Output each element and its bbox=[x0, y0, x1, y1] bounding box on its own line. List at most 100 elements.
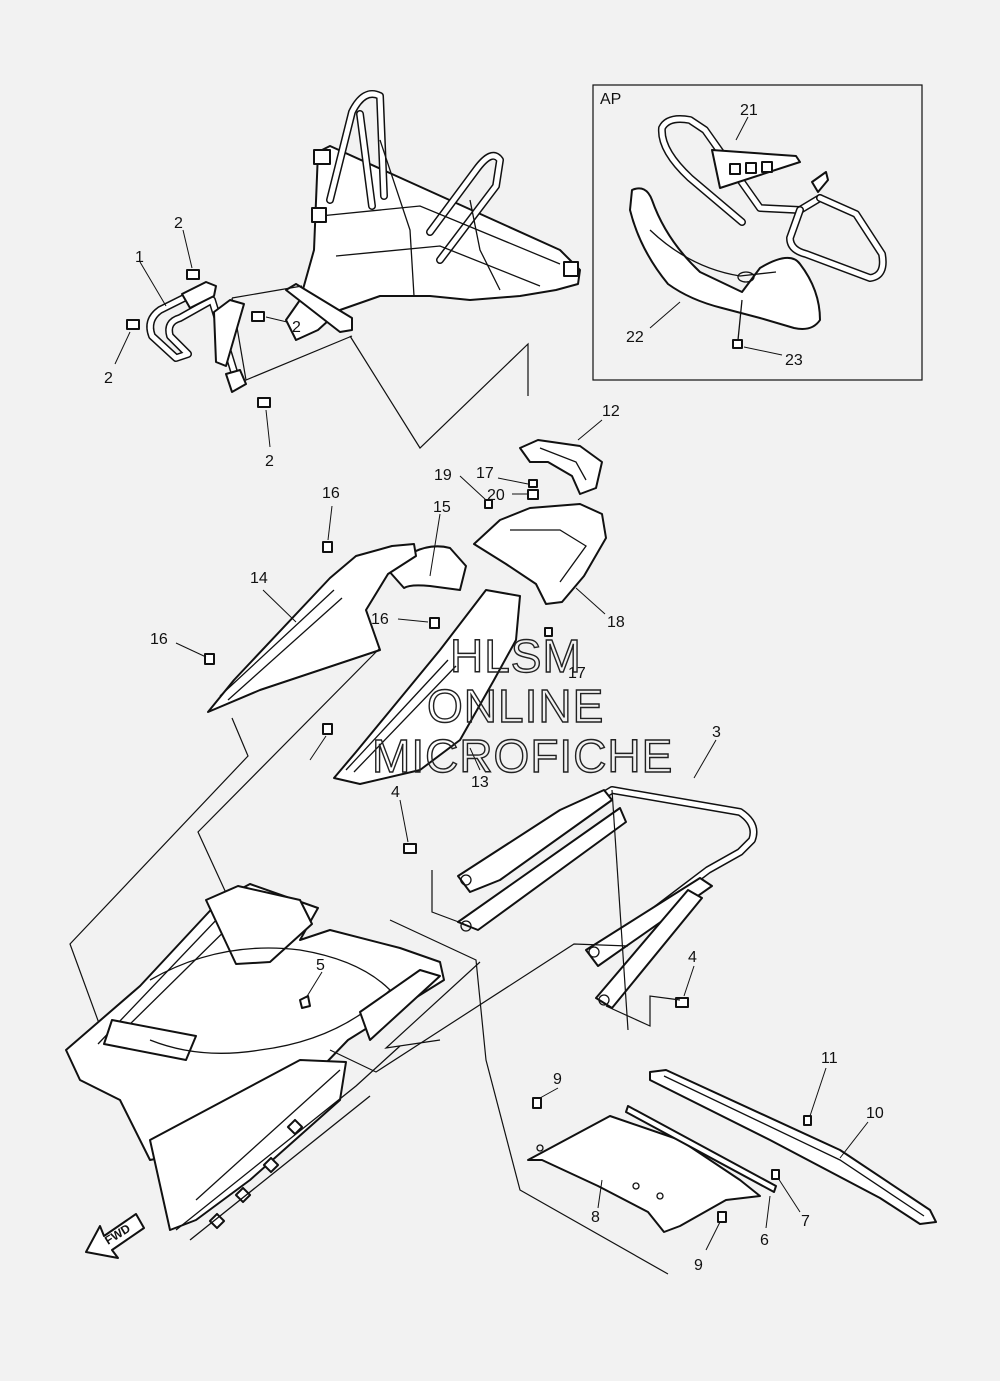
callout-16c: 16 bbox=[150, 631, 168, 648]
leader-4a bbox=[399, 799, 409, 843]
leader-16a bbox=[327, 505, 333, 541]
rear-frame-assembly bbox=[65, 883, 445, 1241]
part-12-grab-bracket bbox=[519, 439, 603, 495]
leader-18 bbox=[575, 587, 606, 615]
callout-23: 23 bbox=[785, 352, 803, 369]
leader-4b bbox=[683, 965, 695, 997]
inset-label: AP bbox=[600, 91, 621, 108]
leader-2a bbox=[182, 229, 193, 269]
watermark-line-1: HLSM bbox=[450, 630, 582, 682]
watermark-line-3: MICROFICHE bbox=[372, 730, 673, 782]
leader-21 bbox=[735, 116, 749, 141]
callout-22: 22 bbox=[626, 329, 644, 346]
part-14-side-cover-left bbox=[207, 543, 417, 713]
guide-line-mid bbox=[197, 647, 381, 907]
part-22-skid-plate bbox=[629, 187, 821, 330]
leader-9a bbox=[539, 1087, 559, 1099]
callout-9b: 9 bbox=[694, 1257, 703, 1274]
callout-16a: 16 bbox=[322, 485, 340, 502]
part-4-bolt-b bbox=[675, 997, 689, 1008]
leader-8 bbox=[597, 1179, 603, 1209]
part-6-strip bbox=[625, 1105, 777, 1193]
callout-3: 3 bbox=[712, 724, 721, 741]
leader-12 bbox=[577, 419, 603, 441]
part-23-bolt bbox=[732, 299, 743, 349]
part-5-clip bbox=[299, 995, 311, 1009]
part-13-side-cover-right bbox=[333, 589, 521, 785]
part-17-nut-b bbox=[544, 627, 553, 637]
leader-16c bbox=[175, 642, 207, 658]
fwd-arrow-icon: FWD bbox=[85, 1213, 145, 1259]
part-16-screw-d bbox=[322, 723, 333, 735]
leader-16b bbox=[397, 618, 429, 623]
guide-line-frame-b bbox=[384, 961, 481, 1049]
callout-19: 19 bbox=[434, 467, 452, 484]
leader-17a bbox=[497, 477, 529, 485]
part-16-screw-b bbox=[429, 617, 440, 629]
callout-15: 15 bbox=[433, 499, 451, 516]
part-7-rivet bbox=[771, 1169, 780, 1180]
leader-9b bbox=[705, 1221, 721, 1251]
callout-17b: 17 bbox=[568, 665, 586, 682]
callout-8: 8 bbox=[591, 1209, 600, 1226]
front-frame-assembly bbox=[231, 90, 581, 381]
callout-21: 21 bbox=[740, 102, 758, 119]
callout-13: 13 bbox=[471, 774, 489, 791]
leader-16d bbox=[309, 735, 327, 761]
leader-15 bbox=[429, 513, 441, 577]
leader-2c bbox=[265, 316, 288, 323]
watermark-line-2: ONLINE bbox=[427, 680, 604, 732]
guide-line-rack bbox=[611, 789, 629, 1031]
part-3-rear-rack bbox=[457, 786, 758, 1009]
guide-line-frame bbox=[329, 943, 629, 1073]
leader-1 bbox=[139, 261, 167, 307]
leader-13 bbox=[469, 747, 481, 771]
callout-4a: 4 bbox=[391, 784, 400, 801]
part-21-bumper-bar bbox=[657, 115, 887, 282]
leader-11 bbox=[809, 1067, 827, 1117]
callout-16b: 16 bbox=[371, 611, 389, 628]
leader-23 bbox=[743, 346, 783, 356]
callout-11: 11 bbox=[821, 1050, 838, 1067]
part-4-bolt-a bbox=[403, 843, 417, 854]
leader-22 bbox=[649, 301, 681, 329]
leader-3 bbox=[693, 739, 717, 779]
callout-12: 12 bbox=[602, 403, 620, 420]
guide-line-left bbox=[69, 717, 249, 1027]
part-20-collar bbox=[527, 489, 539, 500]
callout-10: 10 bbox=[866, 1105, 884, 1122]
bolts-2 bbox=[126, 269, 271, 408]
callout-2d: 2 bbox=[265, 453, 274, 470]
guide-line-top bbox=[349, 335, 529, 449]
guide-line-4b bbox=[605, 995, 681, 1027]
part-19-clip bbox=[484, 499, 493, 509]
callout-6: 6 bbox=[760, 1232, 769, 1249]
leader-6 bbox=[765, 1195, 771, 1229]
callout-4b: 4 bbox=[688, 949, 697, 966]
part-18-rear-cover bbox=[473, 503, 607, 605]
callout-17a: 17 bbox=[476, 465, 494, 482]
callout-7: 7 bbox=[801, 1213, 810, 1230]
callout-18: 18 bbox=[607, 614, 625, 631]
guide-line-4a bbox=[431, 870, 465, 925]
part-17-nut bbox=[528, 479, 538, 488]
part-16-screw-c bbox=[204, 653, 215, 665]
leader-5 bbox=[305, 971, 323, 999]
callout-9a: 9 bbox=[553, 1071, 562, 1088]
part-9-rivet-a bbox=[532, 1097, 542, 1109]
callout-2b: 2 bbox=[104, 370, 113, 387]
leader-10 bbox=[839, 1121, 869, 1159]
leader-2d bbox=[265, 409, 271, 448]
part-16-screw-a bbox=[322, 541, 333, 553]
callout-5: 5 bbox=[316, 957, 325, 974]
callout-2a: 2 bbox=[174, 215, 183, 232]
leader-2b bbox=[114, 331, 131, 365]
part-9-rivet-b bbox=[717, 1211, 727, 1223]
part-10-long-plate bbox=[649, 1069, 937, 1225]
inset-panel: AP 21 22 23 bbox=[592, 84, 923, 381]
callout-20: 20 bbox=[487, 487, 505, 504]
callout-1: 1 bbox=[135, 249, 144, 266]
callout-14: 14 bbox=[250, 570, 268, 587]
leader-7 bbox=[777, 1177, 801, 1213]
